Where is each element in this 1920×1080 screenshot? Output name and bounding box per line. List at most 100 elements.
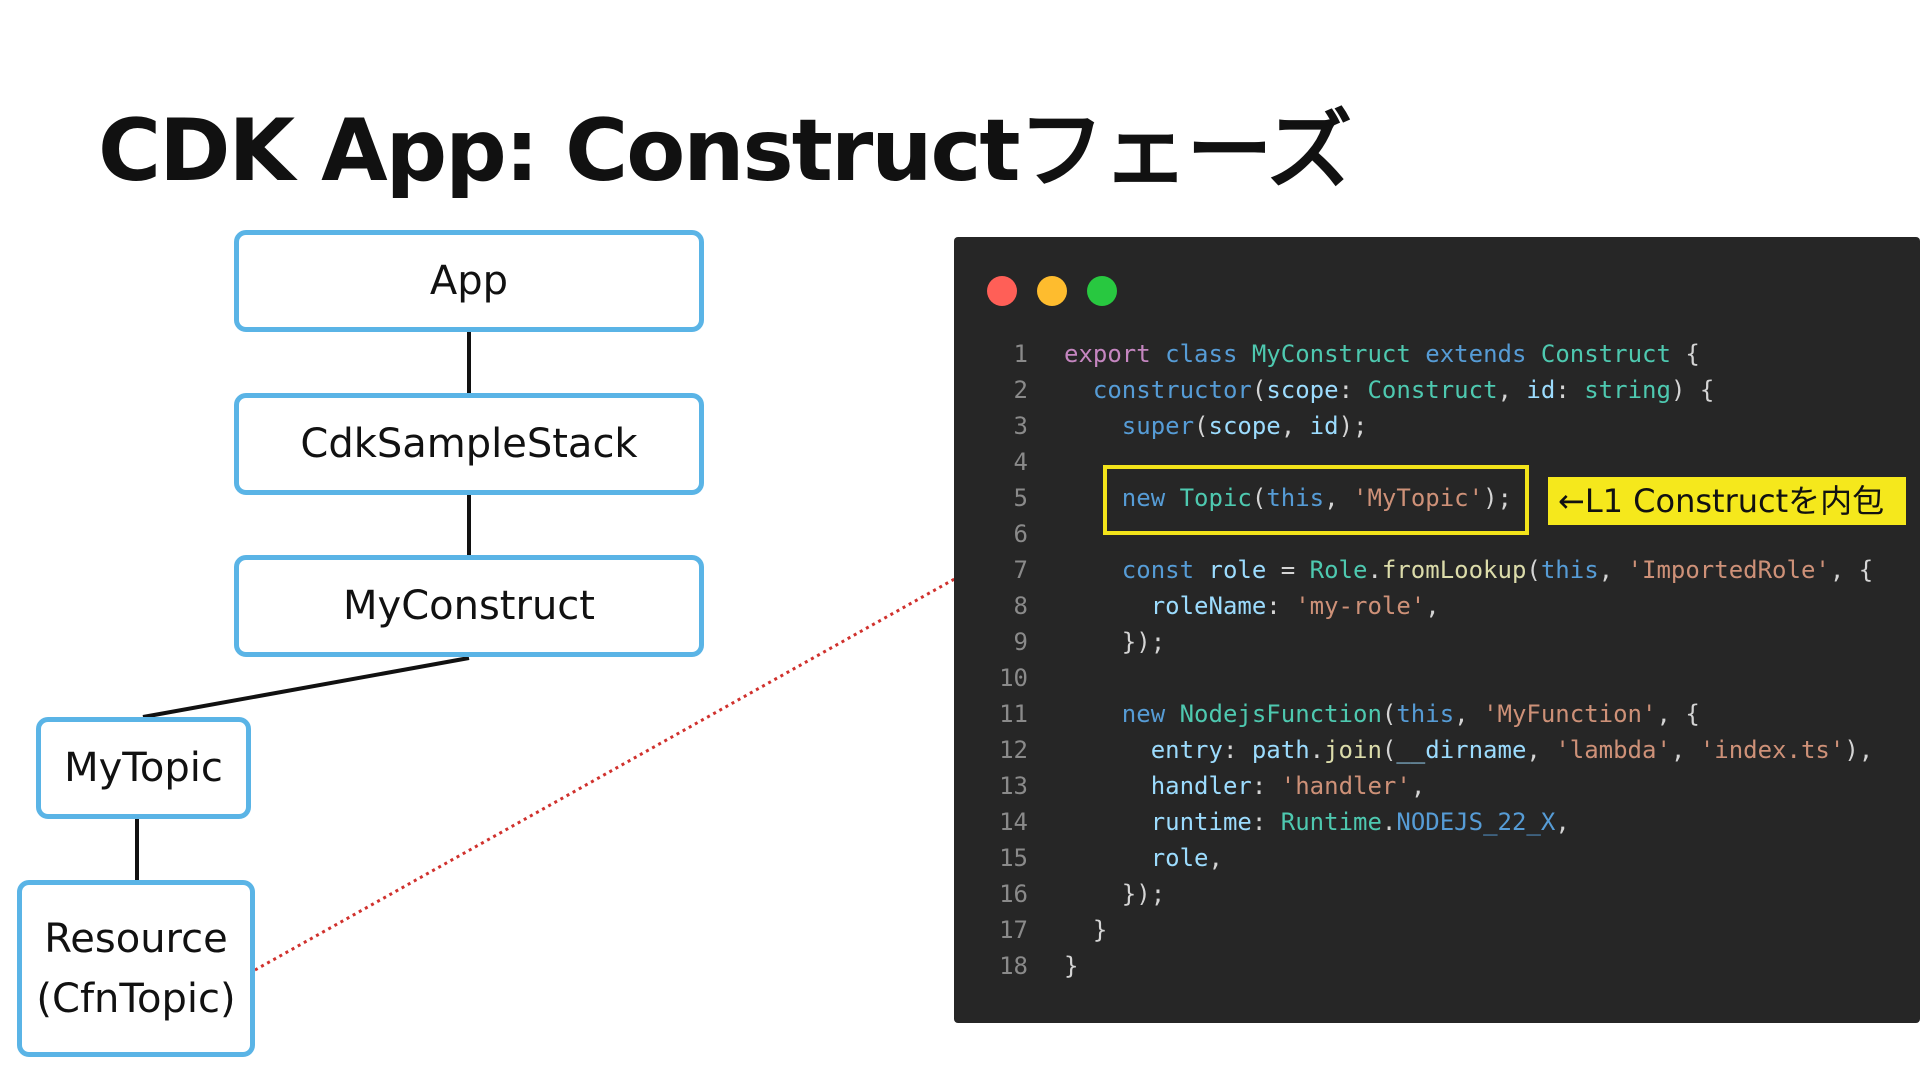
code-token: :	[1266, 592, 1296, 620]
code-token	[1064, 376, 1093, 404]
code-token: :	[1222, 736, 1252, 764]
window-close-dot-icon	[987, 276, 1017, 306]
code-token: 'handler'	[1280, 772, 1411, 800]
tree-node-stack: CdkSampleStack	[234, 393, 704, 495]
tree-node-topic: MyTopic	[36, 717, 251, 819]
code-token	[1237, 340, 1251, 368]
line-number: 10	[999, 664, 1028, 692]
code-token	[1165, 700, 1179, 728]
code-token: string	[1584, 376, 1671, 404]
code-token: export	[1064, 340, 1151, 368]
code-token: id	[1309, 412, 1339, 440]
code-token: ,	[1280, 412, 1310, 440]
code-line: 9 });	[980, 624, 1900, 660]
code-highlight-box	[1103, 465, 1529, 535]
tree-node-construct: MyConstruct	[234, 555, 704, 657]
code-token: ,	[1526, 736, 1556, 764]
code-token: const	[1121, 556, 1195, 584]
line-number: 9	[1013, 628, 1028, 656]
code-token: {	[1670, 340, 1700, 368]
code-token: MyConstruct	[1251, 340, 1411, 368]
code-line: 11 new NodejsFunction(this, 'MyFunction'…	[980, 696, 1900, 732]
code-line: 4	[980, 444, 1900, 480]
code-token: handler	[1150, 772, 1252, 800]
code-token: });	[1064, 880, 1166, 908]
code-token: .	[1367, 556, 1382, 584]
code-token	[1064, 700, 1122, 728]
connector-construct-topic	[142, 656, 470, 719]
code-token: }	[1064, 952, 1079, 980]
code-token: fromLookup	[1381, 556, 1527, 584]
code-token: ,	[1324, 484, 1354, 512]
code-token: class	[1165, 340, 1238, 368]
code-token: );	[1338, 412, 1368, 440]
code-token: NodejsFunction	[1179, 700, 1382, 728]
code-token: new	[1121, 484, 1166, 512]
code-token: 'index.ts'	[1699, 736, 1845, 764]
line-number: 7	[1013, 556, 1028, 584]
code-token: Construct	[1367, 376, 1498, 404]
code-token: runtime	[1150, 808, 1252, 836]
code-token: join	[1324, 736, 1382, 764]
code-token	[1064, 736, 1151, 764]
code-token: :	[1251, 772, 1281, 800]
code-token: :	[1338, 376, 1368, 404]
code-token: role	[1208, 556, 1267, 584]
tree-node-resource: Resource (CfnTopic)	[17, 880, 255, 1057]
code-line: 18}	[980, 948, 1900, 984]
code-token: path	[1251, 736, 1310, 764]
code-line: 8 roleName: 'my-role',	[980, 588, 1900, 624]
code-token: (	[1251, 484, 1267, 512]
code-token: ,	[1555, 808, 1570, 836]
code-token: this	[1396, 700, 1455, 728]
code-token: ,	[1410, 772, 1426, 800]
code-token: (	[1194, 412, 1209, 440]
code-token: ,	[1670, 736, 1700, 764]
code-line: 10	[980, 660, 1900, 696]
line-number: 2	[1013, 376, 1028, 404]
code-token: , {	[1656, 700, 1700, 728]
code-token: ,	[1208, 844, 1223, 872]
code-line: 14 runtime: Runtime.NODEJS_22_X,	[980, 804, 1900, 840]
line-number: 3	[1013, 412, 1028, 440]
code-token	[1064, 556, 1122, 584]
code-token: , {	[1829, 556, 1874, 584]
line-number: 18	[999, 952, 1028, 980]
code-token: ,	[1598, 556, 1628, 584]
code-line: 7 const role = Role.fromLookup(this, 'Im…	[980, 552, 1900, 588]
code-token: this	[1266, 484, 1325, 512]
code-token: =	[1266, 556, 1310, 584]
code-token: ,	[1454, 700, 1484, 728]
code-token: Topic	[1179, 484, 1252, 512]
code-token	[1526, 340, 1540, 368]
code-token: }	[1064, 916, 1108, 944]
code-token: scope	[1266, 376, 1339, 404]
code-token: );	[1483, 484, 1512, 512]
code-token	[1064, 844, 1151, 872]
code-token: });	[1064, 628, 1166, 656]
code-line: 2 constructor(scope: Construct, id: stri…	[980, 372, 1900, 408]
window-maximize-dot-icon	[1087, 276, 1117, 306]
line-number: 15	[999, 844, 1028, 872]
window-minimize-dot-icon	[1037, 276, 1067, 306]
code-token: 'my-role'	[1295, 592, 1426, 620]
code-token	[1064, 772, 1151, 800]
code-token	[1411, 340, 1425, 368]
line-number: 12	[999, 736, 1028, 764]
tree-node-app-label: App	[429, 258, 509, 304]
code-token	[1064, 412, 1122, 440]
line-number: 8	[1013, 592, 1028, 620]
code-token: (	[1526, 556, 1541, 584]
code-token	[1194, 556, 1208, 584]
code-line: 17 }	[980, 912, 1900, 948]
code-token: extends	[1425, 340, 1527, 368]
code-token: Role	[1309, 556, 1368, 584]
code-line: 12 entry: path.join(__dirname, 'lambda',…	[980, 732, 1900, 768]
line-number: 13	[999, 772, 1028, 800]
line-number: 16	[999, 880, 1028, 908]
line-number: 4	[1013, 448, 1028, 476]
code-token	[1151, 340, 1165, 368]
line-number: 5	[1013, 484, 1028, 512]
code-line: 5 new Topic(this, 'MyTopic');	[980, 480, 1900, 516]
